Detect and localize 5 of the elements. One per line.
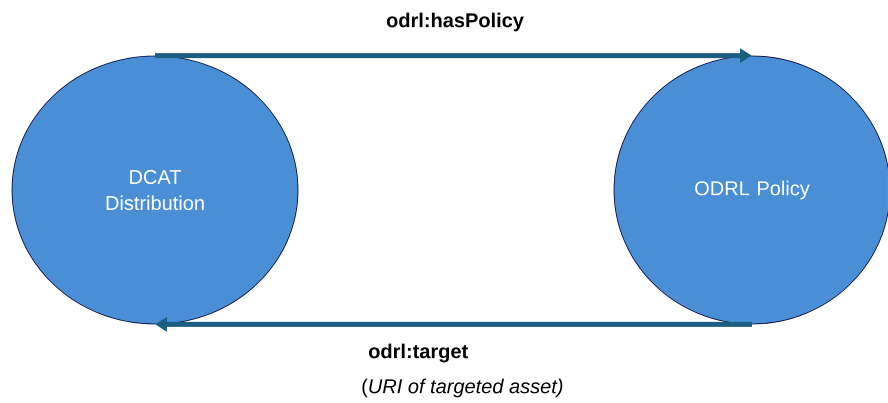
edge-label: odrl:target — [369, 344, 468, 362]
note-text: (URI of targeted asset) — [362, 378, 562, 398]
edge-label: odrl:hasPolicy — [386, 12, 524, 32]
ellipse-node: DCAT Distribution — [12, 56, 298, 324]
ellipse-node: ODRL Policy — [614, 56, 888, 324]
